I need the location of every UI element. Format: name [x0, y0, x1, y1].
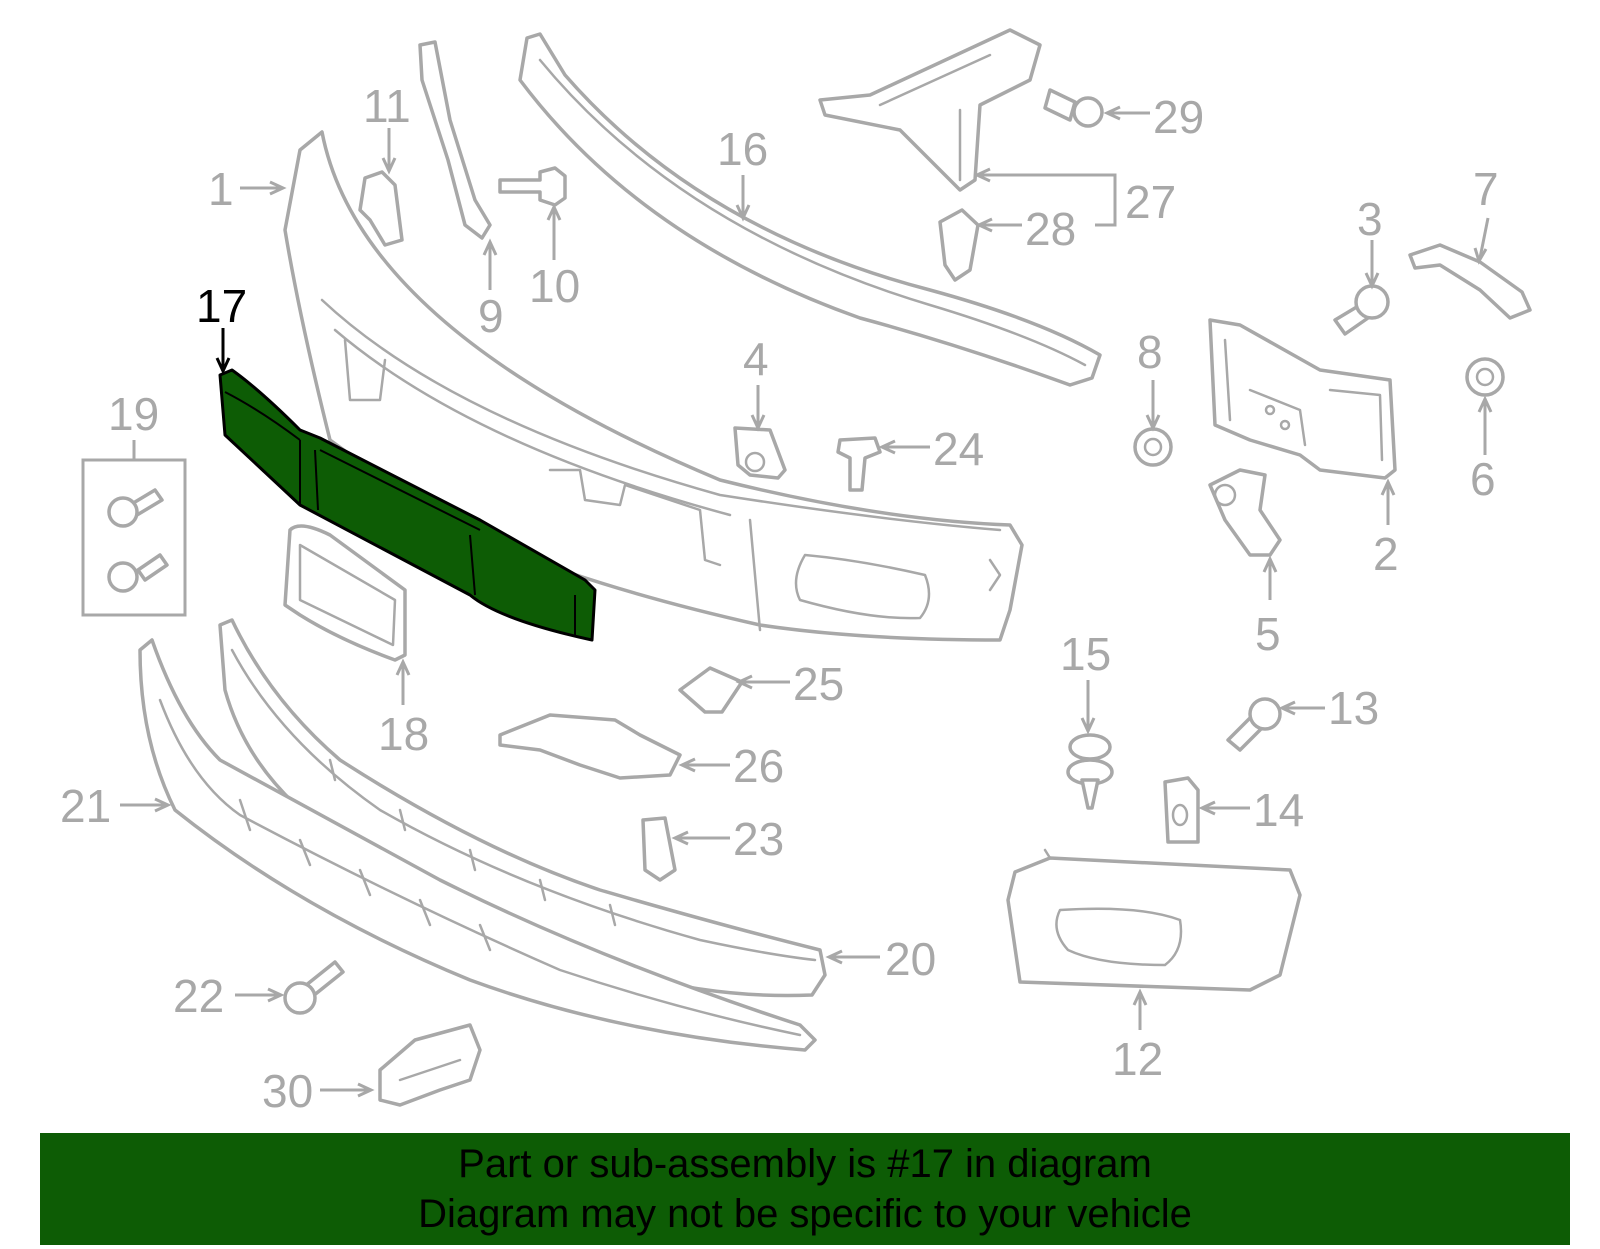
part-16-reinforcement[interactable] — [518, 32, 1102, 387]
callout-2: 2 — [1373, 528, 1399, 580]
part-27-upper-bracket[interactable] — [818, 28, 1042, 192]
banner-line-1: Part or sub-assembly is #17 in diagram — [458, 1142, 1152, 1186]
part-28-clip[interactable] — [938, 208, 980, 282]
callout-1: 1 — [208, 163, 234, 215]
part-8-nut[interactable] — [1133, 427, 1173, 467]
callout-9: 9 — [478, 290, 504, 342]
callout-12: 12 — [1112, 1033, 1163, 1085]
part-7-bracket[interactable] — [1408, 243, 1532, 320]
part-3-bolt[interactable] — [1333, 284, 1390, 336]
part-6-nut[interactable] — [1465, 357, 1505, 397]
part-11-clip[interactable] — [358, 170, 404, 247]
callout-17: 17 — [196, 280, 247, 332]
callout-15: 15 — [1060, 628, 1111, 680]
callout-8: 8 — [1137, 326, 1163, 378]
part-25-clip[interactable] — [678, 666, 744, 714]
leader-lines — [120, 105, 1493, 1098]
callout-16: 16 — [717, 123, 768, 175]
callout-18: 18 — [378, 708, 429, 760]
callout-3: 3 — [1357, 193, 1383, 245]
banner-line-2: Diagram may not be specific to your vehi… — [418, 1192, 1192, 1236]
part-5-clip[interactable] — [1208, 468, 1282, 557]
callout-labels: 1 2 3 4 5 6 7 8 9 10 11 12 13 14 15 16 1… — [60, 80, 1499, 1117]
callout-27: 27 — [1125, 176, 1176, 228]
callout-23: 23 — [733, 813, 784, 865]
info-banner: Part or sub-assembly is #17 in diagram D… — [40, 1133, 1570, 1245]
callout-11: 11 — [363, 80, 411, 132]
callout-19: 19 — [108, 388, 159, 440]
callout-24: 24 — [933, 423, 984, 475]
part-4-clip[interactable] — [733, 426, 787, 480]
part-12-end-cap[interactable] — [1006, 848, 1302, 992]
callout-13: 13 — [1328, 682, 1379, 734]
part-17-highlighted[interactable] — [218, 368, 597, 642]
callout-26: 26 — [733, 740, 784, 792]
part-22-bolt[interactable] — [283, 960, 345, 1015]
part-19-bolt-kit[interactable] — [81, 458, 187, 617]
part-29-clip[interactable] — [1043, 88, 1104, 128]
callout-30: 30 — [262, 1065, 313, 1117]
callout-21: 21 — [60, 780, 111, 832]
part-18-license-bracket[interactable] — [283, 524, 407, 662]
part-15-push-pin[interactable] — [1066, 733, 1114, 810]
callout-29: 29 — [1153, 91, 1204, 143]
part-24-bolt[interactable] — [836, 436, 882, 492]
callout-7: 7 — [1473, 163, 1499, 215]
callout-4: 4 — [743, 333, 769, 385]
callout-20: 20 — [885, 933, 936, 985]
part-9-strip[interactable] — [418, 40, 492, 240]
part-10-bolt[interactable] — [498, 166, 567, 207]
callout-25: 25 — [793, 658, 844, 710]
callout-5: 5 — [1255, 608, 1281, 660]
part-13-bolt[interactable] — [1226, 697, 1282, 752]
part-26-bracket[interactable] — [498, 713, 682, 780]
callout-10: 10 — [529, 260, 580, 312]
part-30-tow-hook[interactable] — [378, 1023, 482, 1107]
part-21-air-dam[interactable] — [138, 638, 817, 1052]
callout-22: 22 — [173, 970, 224, 1022]
part-23-clip[interactable] — [641, 816, 677, 882]
part-14-clip-nut[interactable] — [1163, 776, 1200, 844]
callout-28: 28 — [1025, 203, 1076, 255]
part-2-bracket[interactable] — [1208, 318, 1397, 480]
callout-6: 6 — [1470, 453, 1496, 505]
callout-14: 14 — [1253, 784, 1304, 836]
